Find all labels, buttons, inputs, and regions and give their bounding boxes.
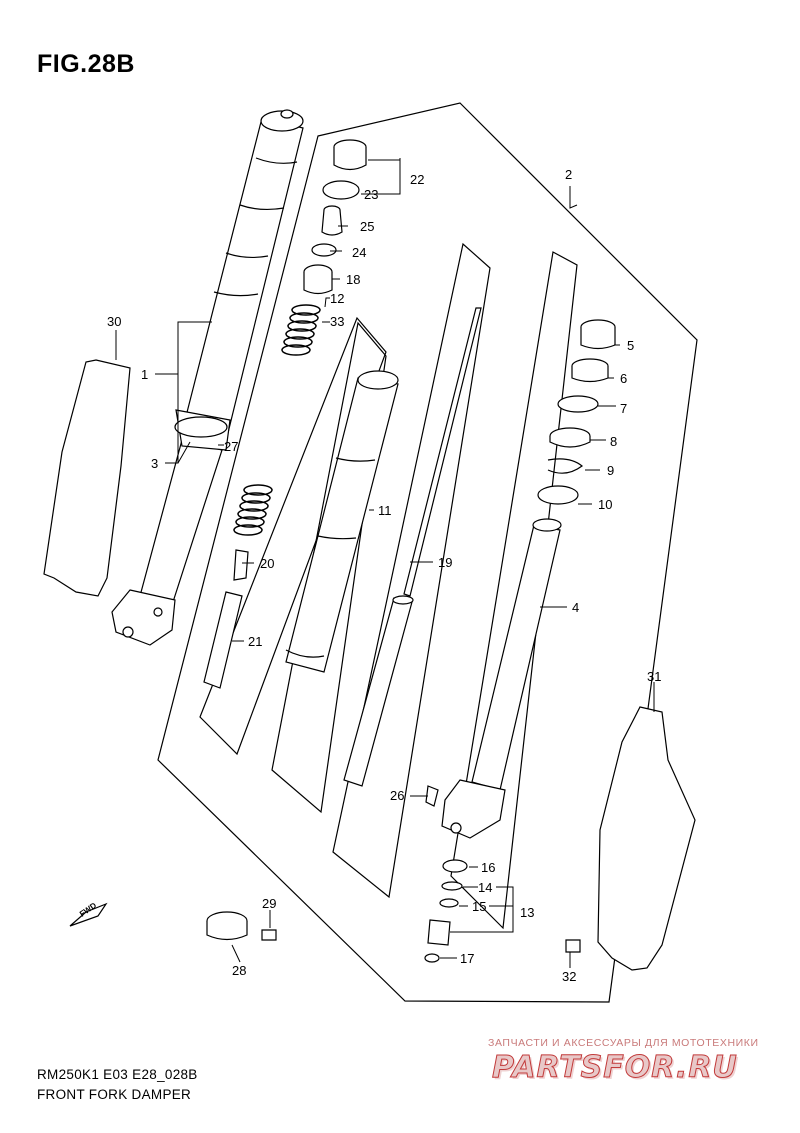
figure-title: FIG.28B	[37, 50, 135, 78]
callout-21: 21	[248, 634, 262, 649]
outer-tube	[181, 109, 304, 446]
watermark-logo: PARTSFOR.RU	[492, 1050, 738, 1086]
clamps	[206, 911, 581, 953]
callout-27: 27	[224, 439, 238, 454]
callout-18: 18	[346, 272, 360, 287]
callout-15: 15	[472, 899, 486, 914]
callout-22: 22	[410, 172, 424, 187]
callout-7: 7	[620, 401, 627, 416]
spring-guide	[233, 549, 249, 581]
callout-12: 12	[330, 291, 344, 306]
callout-14: 14	[478, 880, 492, 895]
callout-1: 1	[141, 367, 148, 382]
callout-23: 23	[364, 187, 378, 202]
assembly-outline	[157, 102, 698, 1003]
callout-28: 28	[232, 963, 246, 978]
damper-rod	[343, 307, 482, 787]
callout-13: 13	[520, 905, 534, 920]
callout-3: 3	[151, 456, 158, 471]
leader-lines	[115, 158, 655, 968]
inner-tube	[441, 518, 562, 839]
callout-5: 5	[627, 338, 634, 353]
fwd-arrow: FWD	[69, 901, 108, 927]
callout-17: 17	[460, 951, 474, 966]
oil-lock-sleeve	[203, 591, 243, 689]
callout-6: 6	[620, 371, 627, 386]
model-code: RM250K1 E03 E28_028B	[37, 1067, 198, 1082]
spring-top	[281, 304, 321, 356]
rod-group-outline	[332, 242, 491, 899]
callout-19: 19	[438, 555, 452, 570]
callout-25: 25	[360, 219, 374, 234]
callout-10: 10	[598, 497, 612, 512]
callout-32: 32	[562, 969, 576, 984]
fork-guard-left	[43, 359, 131, 597]
cartridge	[285, 370, 399, 673]
callout-11: 11	[378, 503, 392, 518]
base-valve-parts	[424, 785, 468, 963]
spring-bottom	[233, 484, 273, 536]
callout-16: 16	[481, 860, 495, 875]
cartridge-group-outline	[271, 321, 387, 814]
callouts: 1 2 3 4 5 6 7 8 9 10 11 12 13 14 15 16 1…	[107, 167, 661, 984]
callout-9: 9	[607, 463, 614, 478]
callout-2: 2	[565, 167, 572, 182]
inner-tube-group-outline	[450, 251, 578, 930]
callout-26: 26	[390, 788, 404, 803]
top-parts	[303, 139, 367, 295]
callout-30: 30	[107, 314, 121, 329]
callout-24: 24	[352, 245, 366, 260]
callout-31: 31	[647, 669, 661, 684]
lower-tube	[111, 409, 231, 646]
callout-4: 4	[572, 600, 579, 615]
seals-bushings	[537, 319, 616, 505]
spring-group-outline	[199, 316, 387, 756]
callout-29: 29	[262, 896, 276, 911]
section-name: FRONT FORK DAMPER	[37, 1087, 192, 1102]
fork-guard-right	[597, 706, 696, 971]
watermark-tagline: ЗАПЧАСТИ И АКСЕССУАРЫ ДЛЯ МОТОТЕХНИКИ	[488, 1037, 759, 1049]
callout-8: 8	[610, 434, 617, 449]
callout-20: 20	[260, 556, 274, 571]
callout-33: 33	[330, 314, 344, 329]
